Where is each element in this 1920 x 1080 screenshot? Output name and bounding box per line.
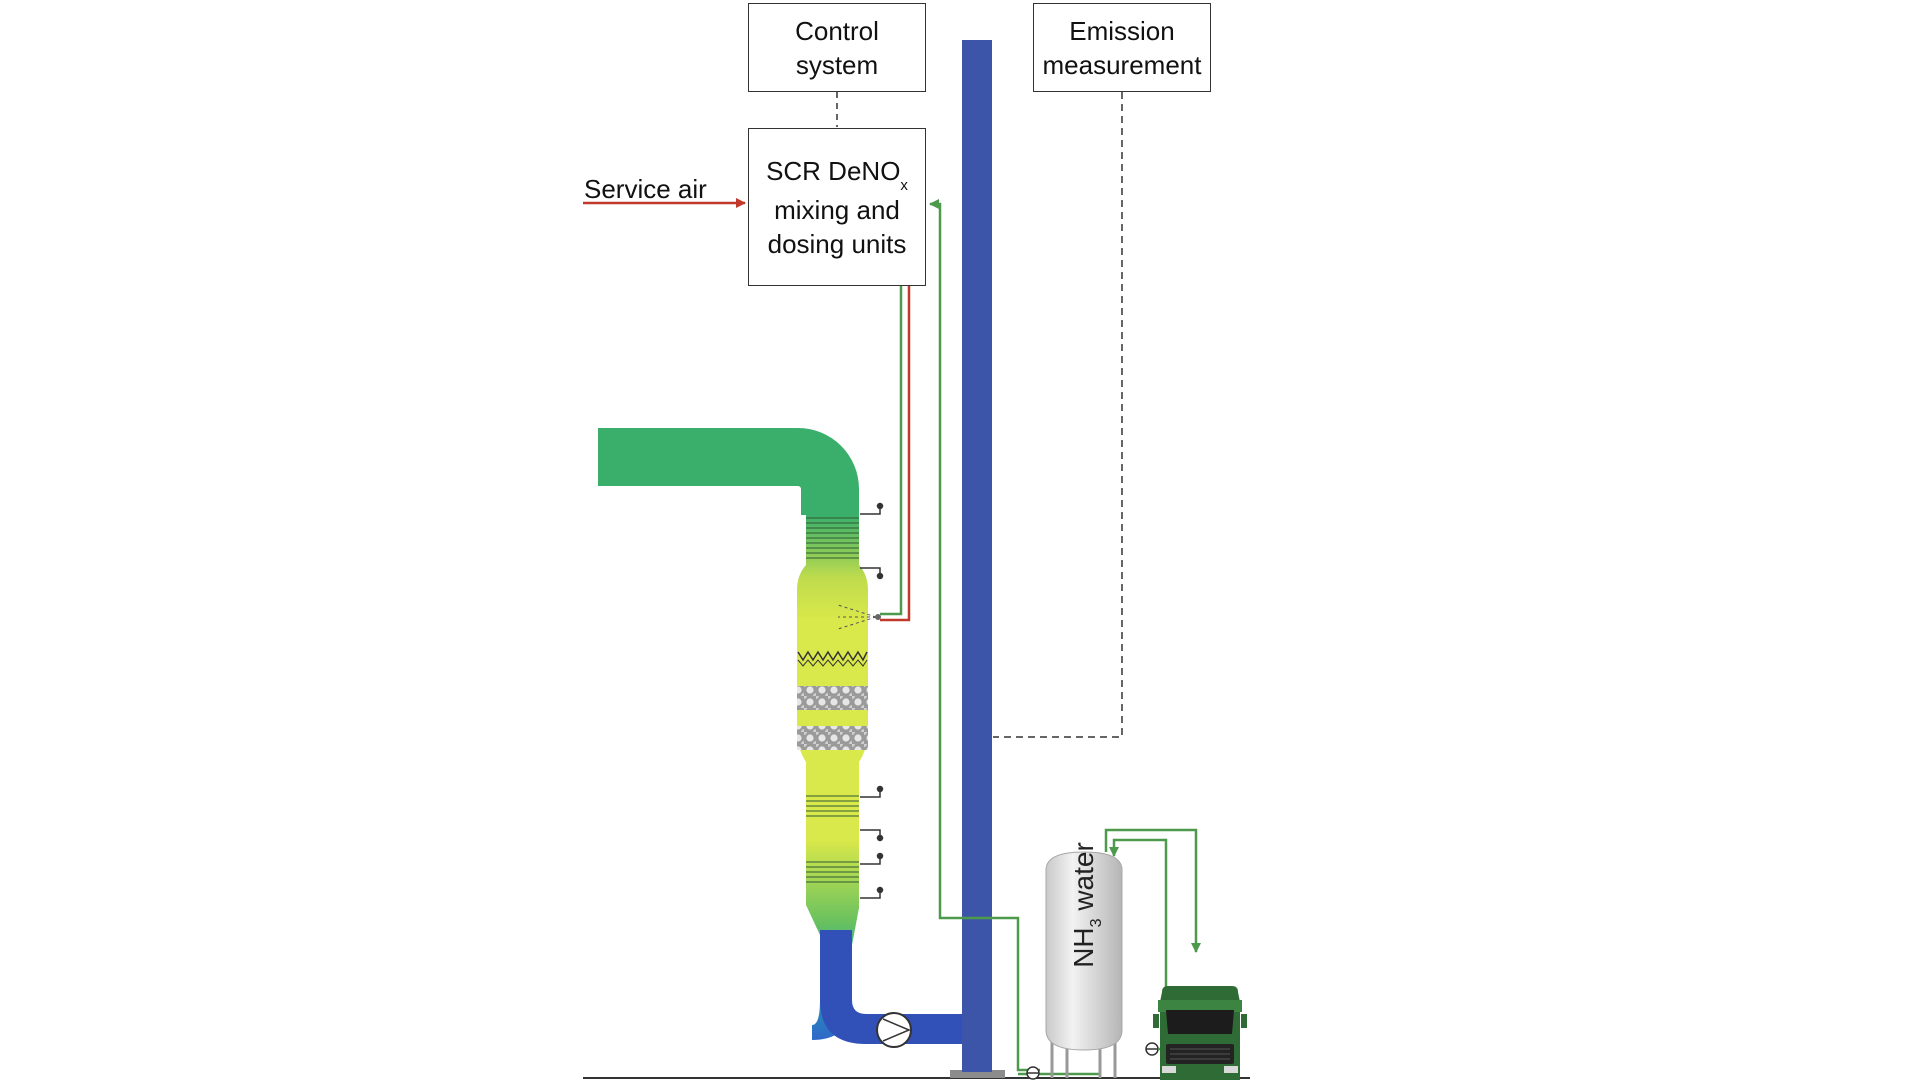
scrubber-column [797,515,868,1040]
reagent-supply-line [929,199,1040,1072]
outlet-elbow-duct [820,930,962,1044]
flue-gas-inlet-duct [598,428,859,515]
catalyst-layer-icon [797,726,868,750]
measurement-signal-line [993,92,1123,738]
scr-unit-line2: mixing and [774,194,900,225]
truck-icon [1153,986,1247,1080]
heat-exchanger-coils-top [806,517,859,559]
emission-measurement-line2: measurement [1042,49,1202,80]
scr-unit-line1: SCR DeNOx [766,155,908,194]
truck-return-line [1104,828,1201,953]
spray-nozzle-tip [875,614,881,620]
scr-dosing-unit-box: SCR DeNOx mixing and dosing units [748,128,926,286]
control-system-box: Control system [748,3,926,92]
exhaust-stack [962,40,992,1072]
pump-icon [876,1012,912,1048]
spray-nozzle-icon [837,604,877,630]
valve-icon [1145,1042,1159,1056]
catalyst-layer-icon [797,686,868,710]
service-air-label: Service air [584,174,707,204]
control-system-line2: system [795,49,879,80]
ammonia-tank-icon [1045,851,1123,1078]
valve-icon [1026,1066,1040,1080]
scr-unit-line3: dosing units [767,228,907,259]
heat-exchanger-coils-bottom [806,795,859,883]
sensor-probe-icon [860,502,884,899]
air-feed-line [880,286,911,622]
stack-base [950,1070,1005,1078]
control-system-line1: Control [795,15,879,46]
reagent-feed-line [880,286,903,616]
flow-distributor-lower [797,659,868,667]
ammonia-tank-label: NH3 water [1068,842,1105,968]
emission-measurement-box: Emission measurement [1033,3,1211,92]
flow-distributor [797,650,868,662]
emission-measurement-line1: Emission [1069,15,1175,46]
